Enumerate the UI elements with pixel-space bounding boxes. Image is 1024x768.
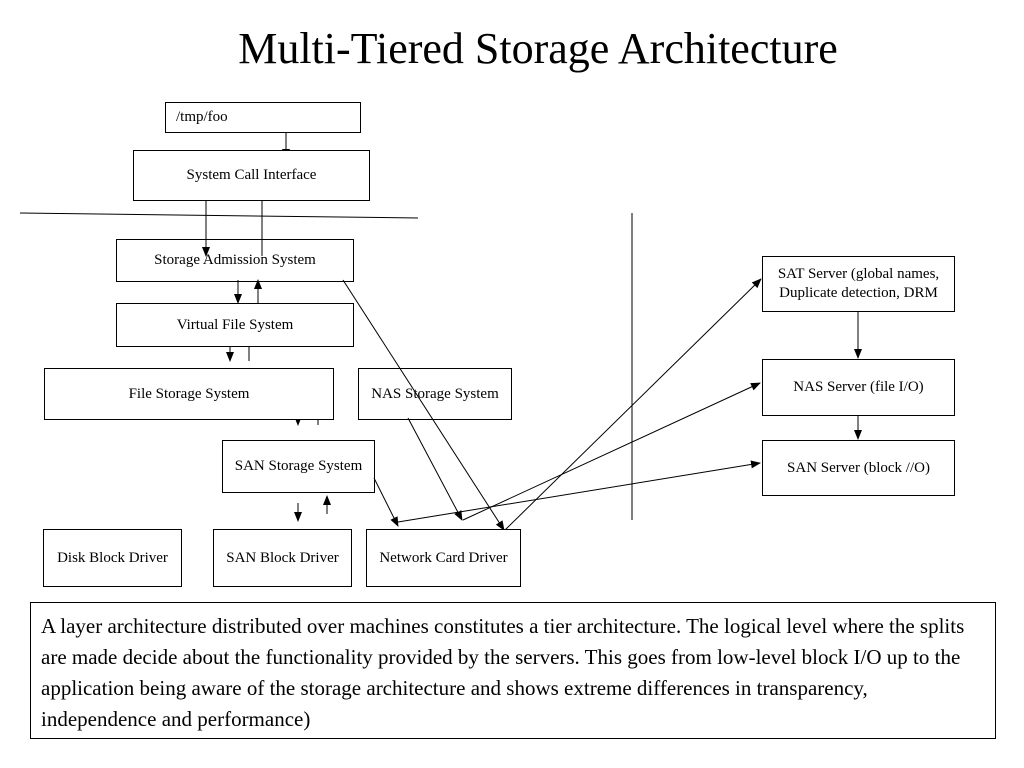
arrow-nasstorage-to-networkcard [407, 417, 463, 521]
storage-admission-system-box: Storage Admission System [116, 239, 354, 282]
nas-server-box: NAS Server (file I/O) [762, 359, 955, 416]
sat-server-label-line2: Duplicate detection, DRM [779, 285, 938, 301]
system-call-interface-box: System Call Interface [133, 150, 370, 201]
arrow-networkcard-to-sanserver [397, 460, 761, 523]
virtual-file-system-box: Virtual File System [116, 303, 354, 347]
arrow-sanstorage-to-networkcard [373, 477, 399, 527]
diagram-title: Multi-Tiered Storage Architecture [238, 24, 838, 73]
user-kernel-boundary-line [19, 212, 419, 219]
file-storage-system-box: File Storage System [44, 368, 334, 420]
description-text-box: A layer architecture distributed over ma… [30, 602, 996, 739]
disk-block-driver-box: Disk Block Driver [43, 529, 182, 587]
sat-server-box: SAT Server (global names, Duplicate dete… [762, 256, 955, 312]
sat-server-label-line1: SAT Server (global names, [777, 266, 940, 282]
network-card-driver-box: Network Card Driver [366, 529, 521, 587]
arrow-networkcard-to-satserver [504, 278, 762, 531]
path-box: /tmp/foo [165, 102, 361, 133]
arrow-admission-to-networkcard [342, 279, 505, 531]
arrow-networkcard-to-nasserver [462, 382, 761, 521]
san-block-driver-box: SAN Block Driver [213, 529, 352, 587]
san-server-box: SAN Server (block //O) [762, 440, 955, 496]
nas-storage-system-box: NAS Storage System [358, 368, 512, 420]
san-storage-system-box: SAN Storage System [222, 440, 375, 493]
